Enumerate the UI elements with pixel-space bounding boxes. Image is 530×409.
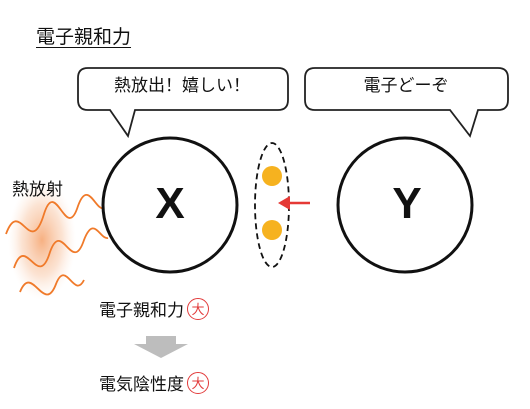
atom-y-label: Y — [392, 179, 422, 228]
heat-radiation-label: 熱放射 — [12, 180, 63, 200]
electronegativity-text: 電気陰性度 — [99, 375, 184, 395]
atom-x-circle — [101, 136, 239, 274]
heat-glow — [8, 180, 76, 300]
atom-x-label: X — [155, 179, 185, 228]
electron-transfer-arrowhead — [278, 196, 290, 210]
electron-affinity-badge: 大 — [187, 297, 209, 320]
electron-affinity-text: 電子親和力 — [99, 301, 184, 321]
down-arrow — [134, 336, 188, 358]
speech-bubble-x-text: 熱放出！嬉しい！ — [114, 76, 250, 96]
speech-bubble-x — [77, 67, 289, 139]
electron-top — [262, 166, 282, 186]
electronegativity-result: 電気陰性度 大 — [99, 370, 209, 395]
speech-bubble-y-text: 電子どーぞ — [363, 76, 449, 96]
heat-wave-1 — [5, 194, 105, 235]
electron-affinity-result: 電子親和力 大 — [99, 296, 209, 321]
atom-y-circle — [336, 136, 474, 274]
electron-bottom — [262, 220, 282, 240]
diagram-title: 電子親和力 — [36, 26, 132, 48]
electronegativity-badge: 大 — [187, 371, 209, 394]
speech-bubble-y — [304, 67, 509, 138]
heat-wave-2 — [13, 227, 109, 269]
heat-wave-3 — [19, 274, 85, 296]
